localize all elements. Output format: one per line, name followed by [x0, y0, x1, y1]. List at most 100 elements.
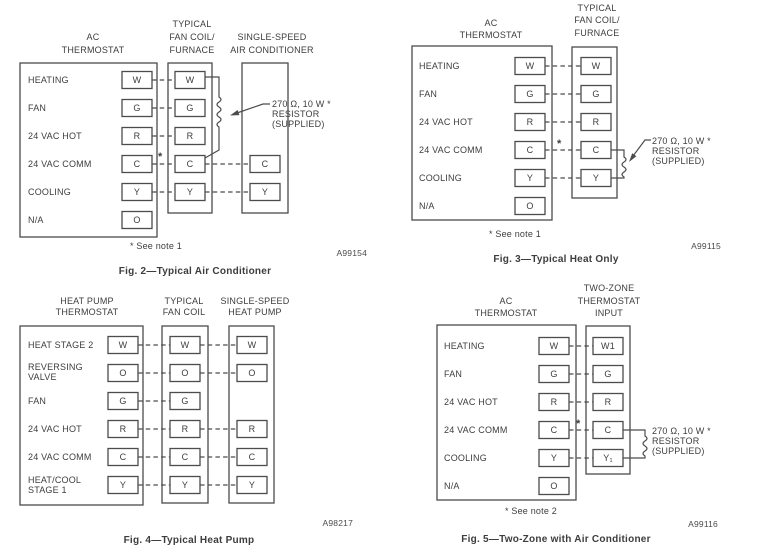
row-label: N/A: [444, 481, 460, 491]
heat-pump-box: [228, 325, 275, 504]
terminal-box: [121, 210, 153, 230]
row-label: FAN: [28, 103, 46, 113]
terminal-box: [249, 154, 281, 174]
resistor-note-line: RESISTOR: [652, 146, 700, 156]
heat-pump-header-line: SINGLE-SPEED: [221, 296, 290, 306]
terminal-box: [580, 112, 612, 132]
terminal-letter: W: [119, 340, 128, 350]
terminal-letter: Y: [249, 480, 255, 490]
fan-coil-header-line: FURNACE: [170, 45, 215, 55]
row-label: HEATING: [28, 75, 69, 85]
row-label: HEATING: [444, 341, 485, 351]
resistor-pointer-line: [236, 103, 270, 114]
terminal-letter: R: [182, 424, 189, 434]
two-zone-header-line: THERMOSTAT: [578, 296, 641, 306]
terminal-box: [580, 84, 612, 104]
row-label: HEAT STAGE 2: [28, 340, 93, 350]
see-note-text: * See note 1: [130, 241, 182, 251]
fig3-typical-heat-only: AC THERMOSTAT TYPICAL FAN COIL/ FURNACE …: [411, 3, 721, 265]
thermostat-header-line: AC: [500, 296, 513, 306]
row-label: 24 VAC HOT: [444, 397, 498, 407]
terminal-letter: W: [181, 340, 190, 350]
thermostat-header-line: THERMOSTAT: [56, 307, 119, 317]
terminal-letter: W: [248, 340, 257, 350]
row-label: FAN: [419, 89, 437, 99]
terminal-letter: O: [248, 368, 255, 378]
resistor-note-line: 270 Ω, 10 W *: [272, 99, 331, 109]
thermostat-header-line: AC: [87, 32, 100, 42]
terminal-letter: G: [186, 103, 193, 113]
terminal-letter: R: [134, 131, 141, 141]
terminal-letter: Y: [182, 480, 188, 490]
ac-unit-header-line: AIR CONDITIONER: [230, 45, 314, 55]
terminal-box: [236, 447, 268, 467]
terminal-letter: Y: [527, 173, 533, 183]
terminal-letter: W1: [601, 341, 615, 351]
row-label: 24 VAC COMM: [28, 452, 92, 462]
arrowhead-icon: [230, 110, 240, 116]
row-label: COOLING: [419, 173, 462, 183]
row-label: HEATING: [419, 61, 460, 71]
terminal-letter: R: [551, 397, 558, 407]
terminal-letter: G: [119, 396, 126, 406]
fan-coil-header-line: TYPICAL: [165, 296, 204, 306]
terminal-box: [236, 335, 268, 355]
see-note-text: * See note 1: [489, 229, 541, 239]
terminal-letter: R: [527, 117, 534, 127]
ac-unit-header-line: SINGLE-SPEED: [238, 32, 307, 42]
terminal-letter: O: [119, 368, 126, 378]
terminal-letter: Y: [134, 187, 140, 197]
terminal-box: [249, 182, 281, 202]
terminal-box: [514, 196, 546, 216]
fig5-two-zone-with-air-conditioner: AC THERMOSTAT TWO-ZONE THERMOSTAT INPUT …: [436, 283, 718, 545]
thermostat-box: [19, 62, 158, 238]
terminal-letter: O: [181, 368, 188, 378]
drawing-number: A99115: [691, 241, 721, 251]
row-label: FAN: [28, 396, 46, 406]
terminal-letter: W: [592, 61, 601, 71]
terminal-letter: W: [133, 75, 142, 85]
fig4-typical-heat-pump: HEAT PUMP THERMOSTAT TYPICAL FAN COIL SI…: [19, 296, 353, 546]
resistor-note-line: 270 Ω, 10 W *: [652, 136, 711, 146]
thermostat-header-line: AC: [485, 18, 498, 28]
resistor-note-line: (SUPPLIED): [652, 156, 705, 166]
thermostat-header-line: THERMOSTAT: [62, 45, 125, 55]
thermostat-box: [436, 324, 577, 501]
terminal-letter: W: [550, 341, 559, 351]
resistor-note-line: RESISTOR: [652, 436, 700, 446]
terminal-letter: R: [249, 424, 256, 434]
terminal-letter: C: [527, 145, 534, 155]
terminal-letter: R: [120, 424, 127, 434]
asterisk-marker: *: [158, 151, 163, 163]
thermostat-box: [19, 325, 144, 506]
row-label: 24 VAC COMM: [28, 159, 92, 169]
terminal-letter: Y: [120, 480, 126, 490]
figure-caption: Fig. 5—Two-Zone with Air Conditioner: [461, 534, 651, 545]
figure-caption: Fig. 2—Typical Air Conditioner: [119, 266, 272, 277]
fan-coil-header-line: FAN COIL/: [169, 32, 215, 42]
fan-coil-header-line: FAN COIL/: [574, 15, 620, 25]
thermostat-header-line: THERMOSTAT: [475, 308, 538, 318]
two-zone-header-line: INPUT: [595, 308, 623, 318]
terminal-letter: Y: [187, 187, 193, 197]
row-label: HEAT/COOL: [28, 475, 81, 485]
fan-coil-box: [167, 62, 213, 214]
terminal-box: [236, 475, 268, 495]
drawing-number: A99154: [336, 248, 367, 258]
fan-coil-header-line: FURNACE: [575, 28, 620, 38]
row-label: REVERSING: [28, 362, 83, 372]
asterisk-marker: *: [557, 138, 562, 150]
terminal-letter: G: [181, 396, 188, 406]
terminal-letter: C: [249, 452, 256, 462]
drawing-number: A99116: [688, 519, 718, 529]
thermostat-header-line: HEAT PUMP: [60, 296, 113, 306]
terminal-box: [174, 70, 206, 90]
terminal-letter: C: [262, 159, 269, 169]
drawing-number: A98217: [322, 518, 353, 528]
fan-coil-header-line: TYPICAL: [578, 3, 617, 13]
terminal-letter: R: [187, 131, 194, 141]
terminal-letter: O: [550, 481, 557, 491]
row-label: VALVE: [28, 372, 57, 382]
row-label: 24 VAC COMM: [444, 425, 508, 435]
